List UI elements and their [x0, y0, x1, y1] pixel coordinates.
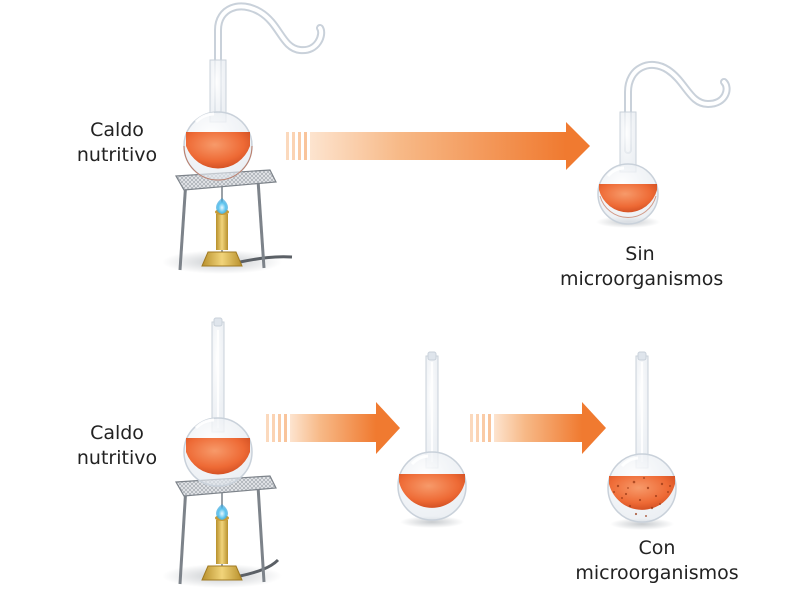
burner-stand-icon: [162, 475, 282, 588]
label-bottom-result: Con microorganismos: [575, 537, 739, 584]
burner-stand-icon: [162, 169, 293, 274]
process-arrow-icon: [266, 402, 400, 454]
swan-neck-flask-icon: [596, 61, 731, 228]
label-top-broth: Caldo nutritivo: [76, 119, 158, 166]
label-bottom-broth: Caldo nutritivo: [76, 422, 158, 469]
microorganism-dots: [613, 477, 671, 517]
swan-neck-flask-icon: [183, 2, 326, 181]
straight-neck-flask-icon: [183, 317, 253, 487]
straight-neck-flask-icon: [397, 351, 467, 528]
process-arrow-icon: [286, 122, 590, 170]
straight-neck-flask-icon: [607, 351, 677, 530]
label-top-result: Sin microorganismos: [560, 243, 724, 290]
process-arrow-icon: [470, 402, 606, 454]
